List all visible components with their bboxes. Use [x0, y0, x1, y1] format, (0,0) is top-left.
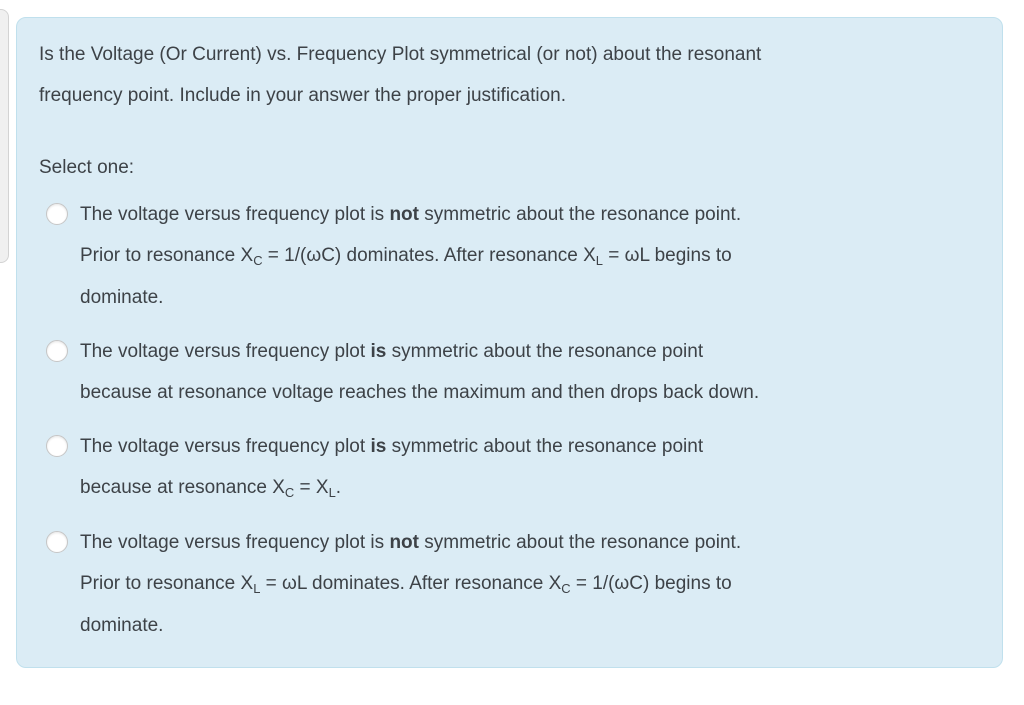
radio-button[interactable] [46, 531, 68, 553]
radio-button[interactable] [46, 340, 68, 362]
answer-option-label[interactable]: The voltage versus frequency plot is not… [80, 522, 741, 646]
text-segment: = 1/(ωC) begins to dominate. [80, 573, 732, 636]
text-segment: The voltage versus frequency plot [80, 341, 371, 362]
subscript-text: C [561, 580, 571, 596]
cutoff-left-panel-fragment [0, 9, 9, 263]
text-segment: = 1/(ωC) dominates. After resonance X [262, 245, 596, 266]
answer-option: The voltage versus frequency plot is sym… [39, 331, 962, 413]
bold-text: is [370, 436, 387, 457]
select-one-prompt: Select one: [39, 157, 135, 178]
bold-text: not [389, 532, 419, 553]
text-segment: . [335, 477, 342, 498]
text-segment: symmetric about the resonance point beca… [80, 341, 760, 403]
radio-button[interactable] [46, 203, 68, 225]
answer-option: The voltage versus frequency plot is sym… [39, 426, 962, 509]
question-panel: Is the Voltage (Or Current) vs. Frequenc… [16, 17, 1003, 668]
answer-option: The voltage versus frequency plot is not… [39, 522, 962, 646]
answer-option-label[interactable]: The voltage versus frequency plot is sym… [80, 331, 759, 413]
text-segment: symmetric about the resonance point. Pri… [80, 532, 742, 594]
text-segment: symmetric about the resonance point. Pri… [80, 204, 742, 266]
text-segment: The voltage versus frequency plot [80, 436, 371, 457]
text-segment: = ωL dominates. After resonance X [260, 573, 562, 594]
subscript-text: L [328, 484, 336, 500]
text-segment: symmetric about the resonance point beca… [80, 436, 704, 498]
text-segment: The voltage versus frequency plot is [80, 204, 390, 225]
answer-option: The voltage versus frequency plot is not… [39, 194, 962, 318]
bold-text: not [389, 204, 419, 225]
radio-button[interactable] [46, 435, 68, 457]
answer-option-label[interactable]: The voltage versus frequency plot is sym… [80, 426, 703, 509]
subscript-text: L [595, 252, 603, 268]
subscript-text: C [253, 252, 263, 268]
answer-option-label[interactable]: The voltage versus frequency plot is not… [80, 194, 741, 318]
text-segment: The voltage versus frequency plot is [80, 532, 390, 553]
bold-text: is [370, 341, 387, 362]
text-segment: = ωL begins to dominate. [80, 245, 732, 308]
subscript-text: C [284, 484, 295, 500]
question-text: Is the Voltage (Or Current) vs. Frequenc… [39, 44, 762, 106]
subscript-text: L [253, 580, 261, 596]
text-segment: = X [294, 477, 329, 498]
options-list: The voltage versus frequency plot is not… [39, 194, 962, 646]
